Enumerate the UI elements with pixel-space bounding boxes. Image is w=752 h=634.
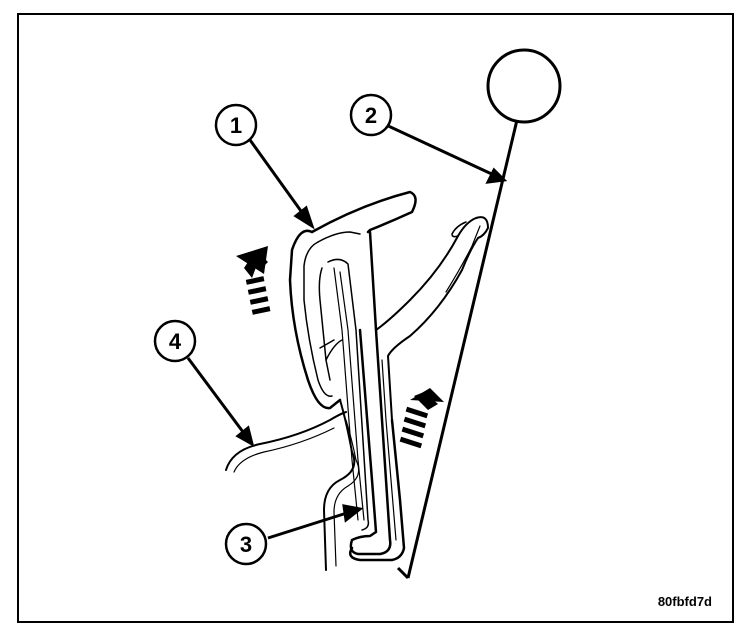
callout-4-label: 4 bbox=[169, 329, 182, 354]
leader-2-arrowhead bbox=[485, 167, 508, 184]
body-panel bbox=[225, 411, 347, 473]
leader-3 bbox=[267, 510, 351, 540]
callout-3-label: 3 bbox=[240, 532, 252, 557]
callout-3: 3 bbox=[224, 522, 268, 566]
callout-1-label: 1 bbox=[230, 113, 242, 138]
leader-2 bbox=[383, 122, 497, 178]
callout-1: 1 bbox=[214, 103, 258, 147]
leader-3-arrowhead bbox=[342, 504, 364, 523]
weatherstrip-seal bbox=[288, 190, 489, 571]
leader-1 bbox=[248, 139, 308, 219]
callout-2: 2 bbox=[349, 93, 393, 137]
leader-1-arrowhead bbox=[293, 205, 315, 230]
callout-4: 4 bbox=[153, 319, 197, 363]
tool-blade-tip bbox=[396, 566, 410, 580]
tool-handle-ball bbox=[486, 48, 562, 124]
leader-4-arrowhead bbox=[235, 425, 255, 448]
trim-tool bbox=[396, 48, 562, 580]
figure-border bbox=[17, 13, 734, 623]
callout-2-label: 2 bbox=[365, 103, 377, 128]
tool-blade bbox=[406, 119, 519, 579]
figure-id: 80fbfd7d bbox=[658, 594, 712, 609]
leader-4 bbox=[186, 357, 248, 437]
upward-arrow-right bbox=[399, 388, 444, 449]
upward-arrow-left bbox=[236, 246, 271, 315]
leader-lines bbox=[186, 122, 508, 540]
